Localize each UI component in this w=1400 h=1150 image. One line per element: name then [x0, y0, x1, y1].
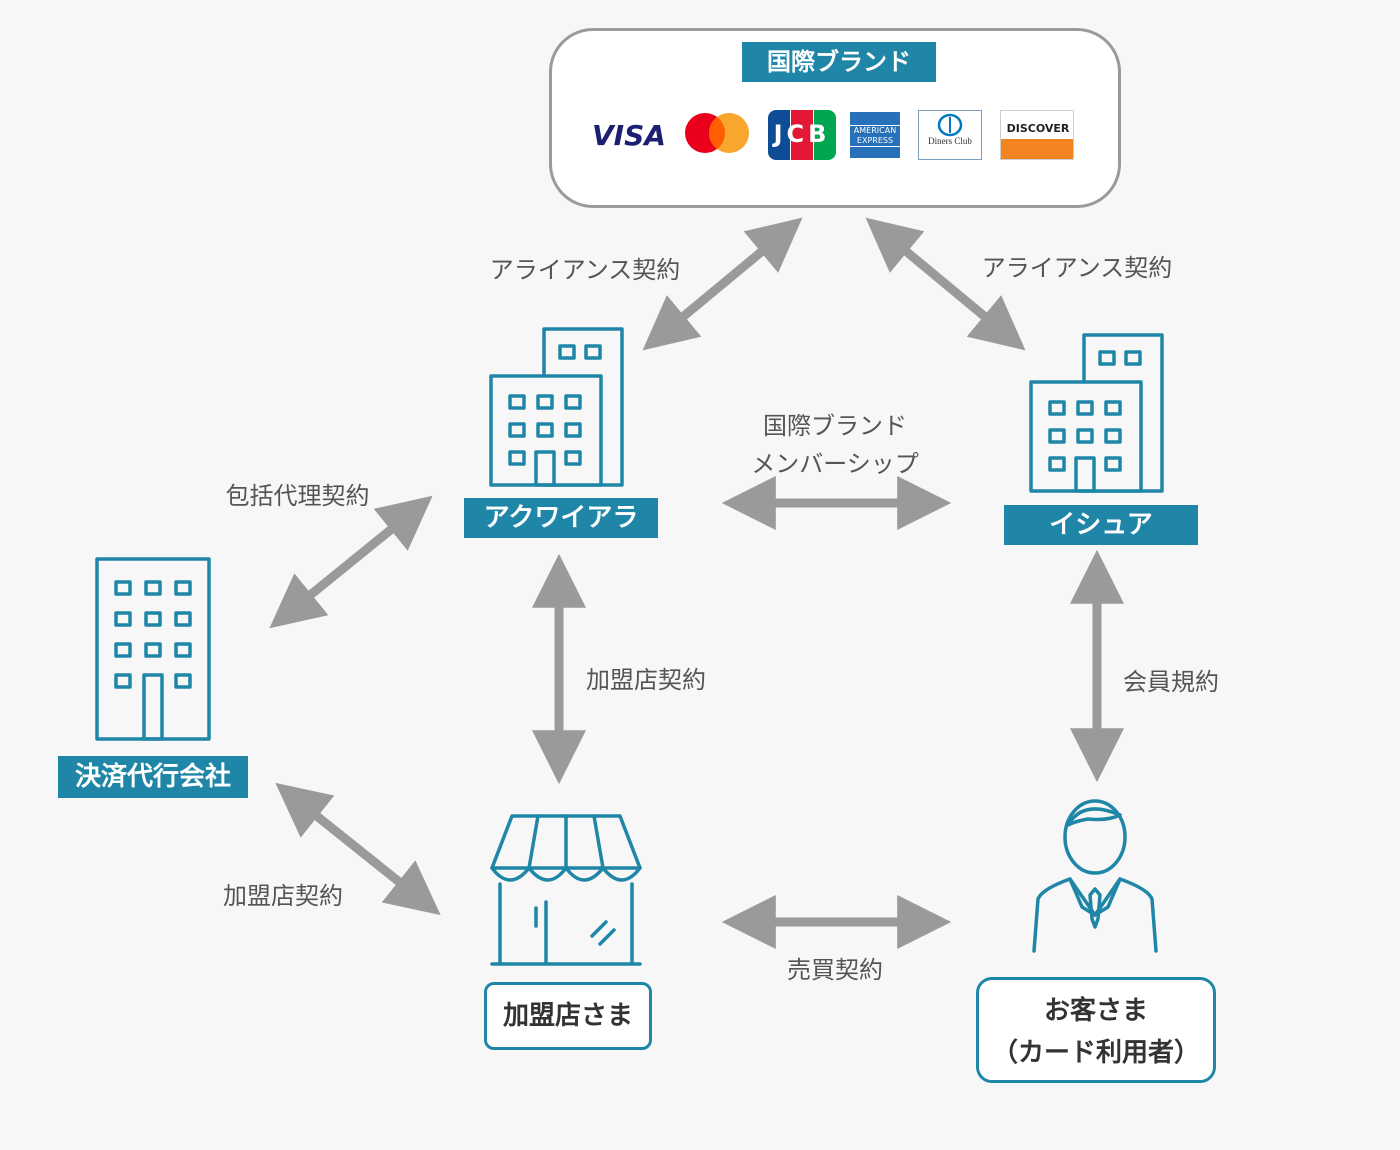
arrow-alliance-right	[865, 217, 1026, 351]
label-merchant-contract-agent: 加盟店契約	[223, 882, 343, 910]
visa-logo: VISA	[592, 119, 666, 152]
arrow-comprehensive-agency	[269, 495, 433, 629]
mastercard-logo	[685, 113, 749, 153]
discover-logo: DISCOVER	[1000, 110, 1074, 160]
customer-person-icon	[1032, 799, 1158, 953]
acquirer-building-icon	[489, 327, 624, 487]
arrow-alliance-left	[642, 217, 803, 351]
merchant-label: 加盟店さま	[484, 982, 652, 1050]
amex-logo: AMERICAN EXPRESS	[850, 112, 900, 158]
label-alliance-left: アライアンス契約	[489, 256, 681, 284]
label-membership-line2: メンバーシップ	[751, 450, 919, 478]
customer-label-line1: お客さま	[1043, 996, 1148, 1026]
issuer-label: イシュア	[1004, 505, 1198, 545]
arrow-merchant-contract-agent	[275, 782, 441, 916]
customer-label-line2: （カード利用者）	[991, 1038, 1200, 1068]
amex-logo-text: AMERICAN EXPRESS	[850, 125, 900, 147]
jcb-logo-text: JCB	[773, 120, 831, 148]
label-merchant-contract-acquirer: 加盟店契約	[586, 666, 706, 694]
jcb-logo: JCB	[768, 110, 836, 160]
merchant-shop-icon	[490, 814, 642, 966]
customer-label: お客さま （カード利用者）	[976, 977, 1216, 1083]
label-membership-line1: 国際ブランド	[763, 412, 907, 440]
diners-logo-text: Diners Club	[928, 136, 972, 146]
label-alliance-right: アライアンス契約	[981, 254, 1173, 282]
diners-globe-icon	[937, 113, 963, 137]
diners-logo: Diners Club	[918, 110, 982, 160]
payment-agent-label: 決済代行会社	[58, 756, 248, 798]
payment-agent-building-icon	[95, 557, 211, 741]
international-brand-title: 国際ブランド	[742, 42, 936, 82]
label-member-terms: 会員規約	[1123, 668, 1219, 696]
discover-stripe	[1001, 139, 1073, 159]
discover-logo-text: DISCOVER	[1006, 122, 1070, 135]
label-comprehensive-agency: 包括代理契約	[225, 482, 370, 510]
acquirer-label: アクワイアラ	[464, 498, 658, 538]
issuer-building-icon	[1029, 333, 1164, 493]
label-sales-contract: 売買契約	[787, 956, 883, 984]
